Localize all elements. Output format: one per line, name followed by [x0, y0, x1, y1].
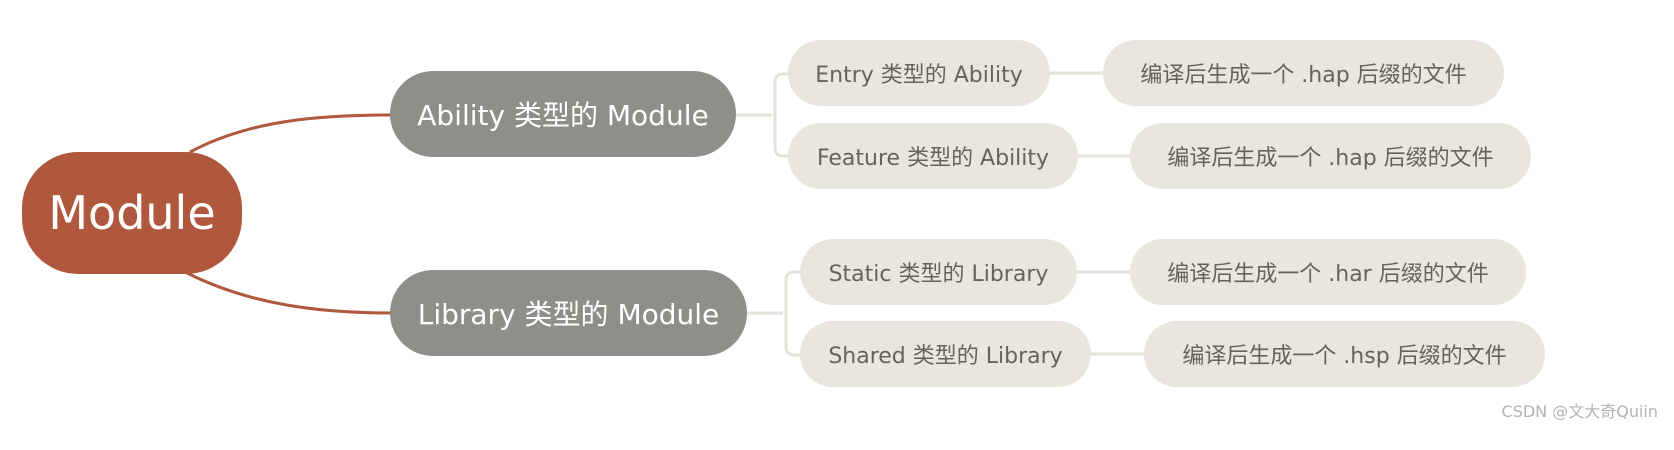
leaf-node-shared-library: Shared 类型的 Library: [800, 321, 1091, 387]
leaf-node-label: Shared 类型的 Library: [828, 344, 1063, 369]
leaf-node-label: Static 类型的 Library: [828, 262, 1049, 287]
branch-node-ability-module: Ability 类型的 Module: [390, 71, 736, 157]
connector-root-ability: [189, 113, 393, 154]
output-node-static-har: 编译后生成一个 .har 后缀的文件: [1130, 239, 1526, 305]
leaf-node-label: Entry 类型的 Ability: [815, 63, 1023, 88]
output-node-label: 编译后生成一个 .hap 后缀的文件: [1140, 63, 1467, 88]
root-node-module: Module: [22, 152, 242, 274]
branch-node-label: Ability 类型的 Module: [417, 99, 709, 132]
root-node-label: Module: [48, 186, 216, 240]
connector-library-children: [747, 270, 801, 357]
output-node-entry-hap: 编译后生成一个 .hap 后缀的文件: [1103, 40, 1504, 106]
leaf-node-static-library: Static 类型的 Library: [800, 239, 1077, 305]
leaf-node-label: Feature 类型的 Ability: [816, 146, 1050, 171]
output-node-label: 编译后生成一个 .hsp 后缀的文件: [1182, 344, 1507, 369]
output-node-label: 编译后生成一个 .hap 后缀的文件: [1167, 146, 1494, 171]
watermark: CSDN @文大奇Quiin: [1501, 402, 1658, 421]
connector-ability-children: [736, 72, 790, 158]
leaf-node-feature-ability: Feature 类型的 Ability: [788, 123, 1078, 189]
branch-node-library-module: Library 类型的 Module: [390, 270, 747, 356]
output-node-label: 编译后生成一个 .har 后缀的文件: [1167, 262, 1489, 287]
leaf-node-entry-ability: Entry 类型的 Ability: [788, 40, 1050, 106]
output-node-feature-hap: 编译后生成一个 .hap 后缀的文件: [1130, 123, 1531, 189]
branch-node-label: Library 类型的 Module: [417, 298, 720, 331]
connector-root-library: [184, 270, 393, 315]
output-node-shared-hsp: 编译后生成一个 .hsp 后缀的文件: [1144, 321, 1545, 387]
